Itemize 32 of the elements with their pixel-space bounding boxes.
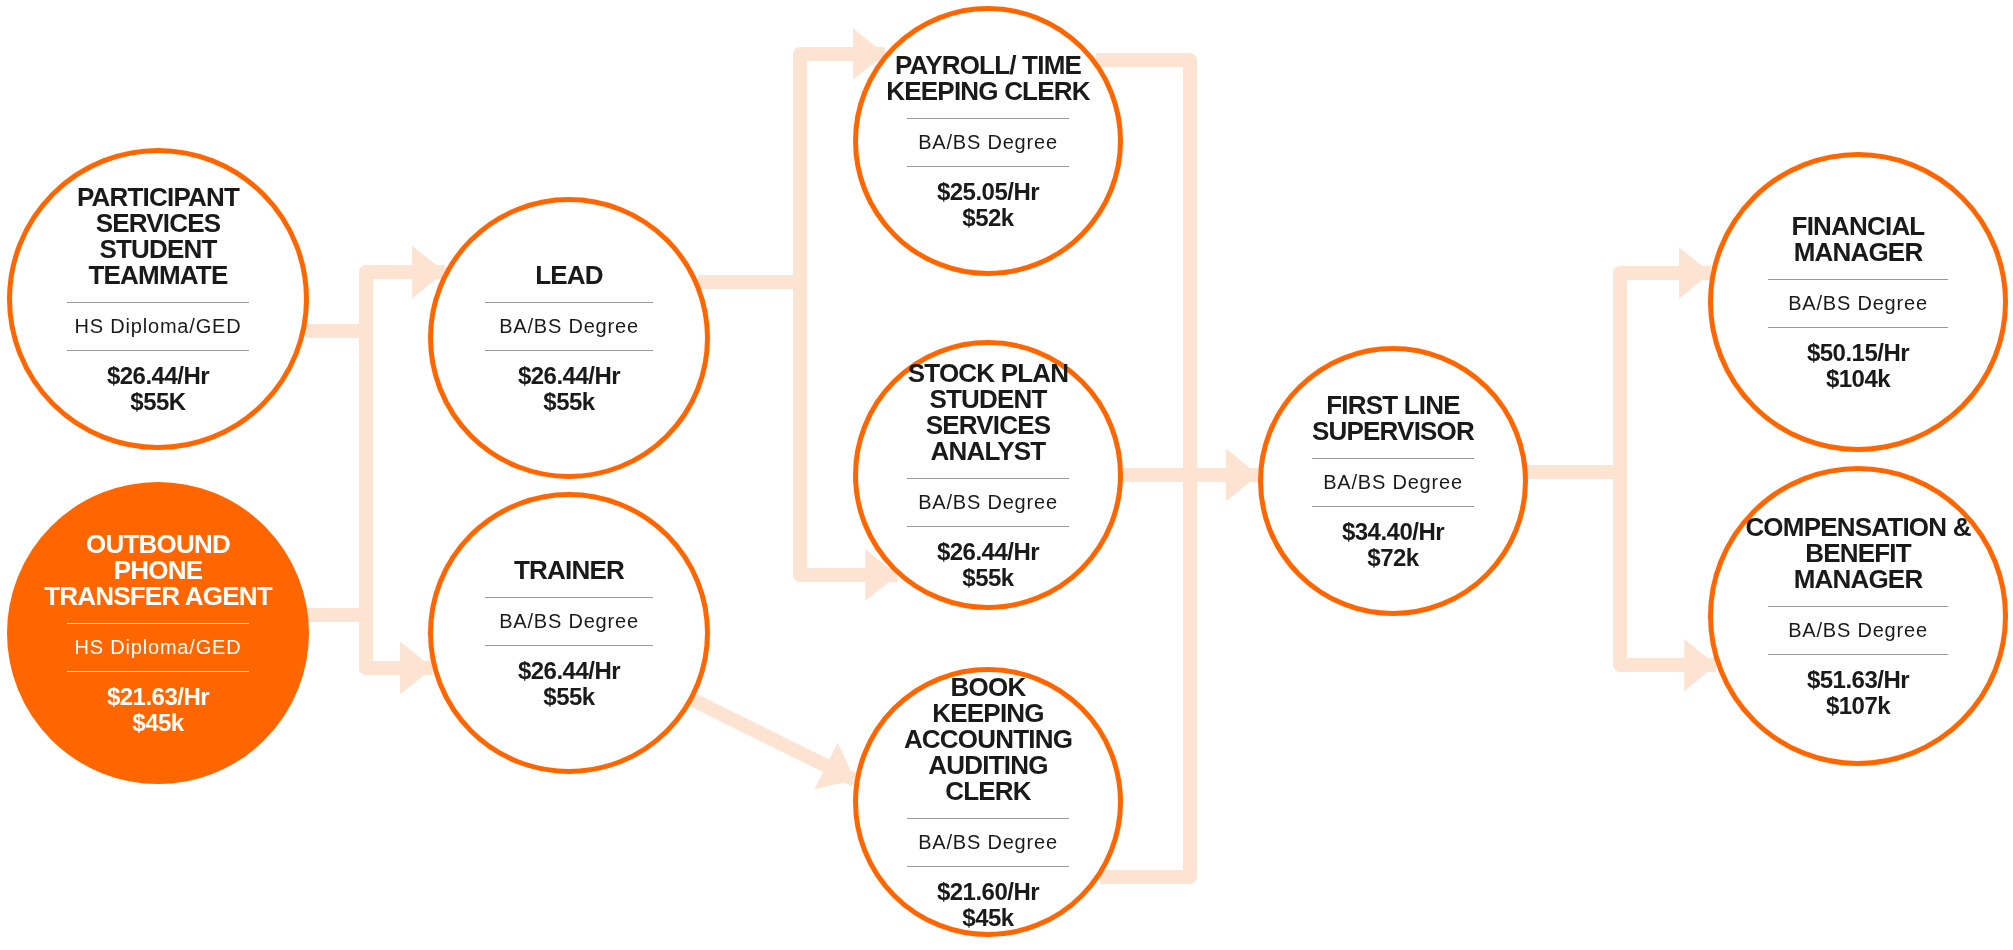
degree-requirement: BA/BS Degree	[484, 597, 654, 647]
degree-requirement: BA/BS Degree	[484, 302, 654, 352]
degree-requirement: HS Diploma/GED	[67, 623, 249, 673]
arrow	[690, 693, 858, 790]
salary: $34.40/Hr $72k	[1340, 519, 1446, 570]
job-title: FIRST LINE SUPERVISOR	[1311, 392, 1475, 445]
salary: $26.44/Hr $55k	[516, 658, 622, 709]
degree-requirement: BA/BS Degree	[1768, 606, 1948, 656]
arrow	[698, 275, 898, 601]
job-title: STOCK PLAN STUDENT SERVICES ANALYST	[906, 360, 1070, 465]
salary: $51.63/Hr $107k	[1805, 667, 1911, 718]
degree-requirement: BA/BS Degree	[1312, 458, 1474, 508]
degree-requirement: BA/BS Degree	[907, 118, 1069, 168]
job-title: BOOK KEEPING ACCOUNTING AUDITING CLERK	[903, 674, 1073, 805]
degree-requirement: BA/BS Degree	[1768, 279, 1948, 329]
salary: $26.44/Hr $55k	[516, 363, 622, 414]
job-title: LEAD	[534, 262, 604, 289]
job-title: TRAINER	[513, 557, 625, 584]
salary: $25.05/Hr $52k	[935, 179, 1041, 230]
degree-requirement: BA/BS Degree	[907, 478, 1069, 528]
job-title: COMPENSATION & BENEFIT MANAGER	[1744, 514, 1972, 593]
job-title: PARTICIPANT SERVICES STUDENT TEAMMATE	[75, 184, 241, 289]
job-title: OUTBOUND PHONE TRANSFER AGENT	[43, 531, 273, 610]
degree-requirement: BA/BS Degree	[907, 818, 1069, 868]
degree-requirement: HS Diploma/GED	[67, 302, 249, 352]
salary: $50.15/Hr $104k	[1805, 340, 1911, 391]
salary: $21.60/Hr $45k	[935, 879, 1041, 930]
salary: $26.44/Hr $55k	[935, 539, 1041, 590]
job-title: FINANCIAL MANAGER	[1790, 213, 1926, 266]
salary: $21.63/Hr $45k	[105, 684, 211, 735]
job-title: PAYROLL/ TIME KEEPING CLERK	[885, 52, 1091, 105]
salary: $26.44/Hr $55K	[105, 363, 211, 414]
